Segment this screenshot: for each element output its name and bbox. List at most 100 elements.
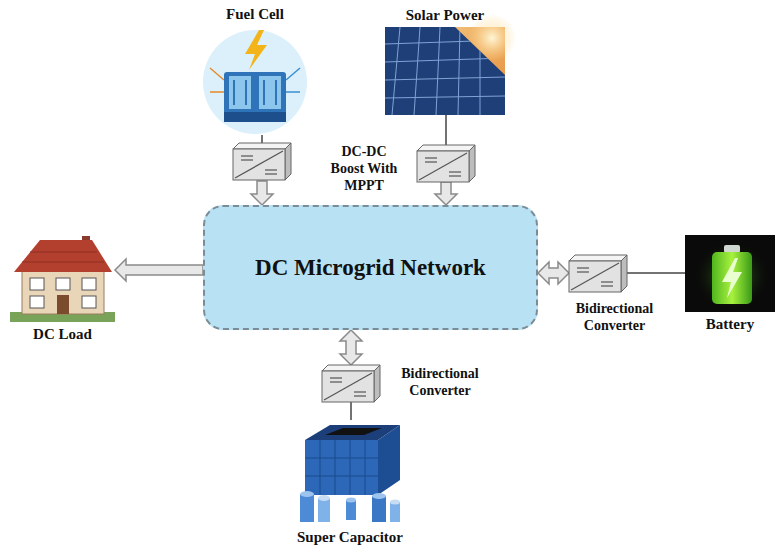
supercapacitor-picture [372,496,386,522]
supercapacitor-picture [325,428,382,435]
node-label: Solar Power [406,6,484,24]
node-label: Bidirectional Converter [390,365,490,399]
house-picture [57,295,69,314]
connector [115,259,203,281]
block-arrow [340,330,362,365]
supercapacitor-picture [300,491,314,497]
house-picture [56,278,70,290]
solar-panel-picture [436,27,440,115]
fuel-cell-picture [233,80,235,105]
supercapacitor-picture [346,498,356,503]
wire [261,135,263,143]
fuel-cell-node: Fuel Cell [205,26,305,135]
house-picture [82,296,96,308]
supercapacitor-picture [346,500,356,520]
node-label: Super Capacitor [297,528,403,546]
battery-node: Battery [685,235,775,312]
supercapacitor-picture [305,440,378,495]
supercapacitor-picture [300,494,314,522]
node-label: DC Microgrid Network [255,254,486,282]
solar-panel-picture [385,27,505,115]
node-label: DC Load [33,325,92,343]
house-picture [10,236,115,322]
supercapacitor-picture [390,500,400,505]
fuel-cell-picture [259,76,281,109]
solar-panel-picture [385,77,505,80]
solar-panel-picture [385,96,505,98]
converter-symbol [233,143,291,180]
supercapacitor-picture [365,440,366,495]
solar-panel-picture [414,27,420,115]
supercapacitor-node: Super Capacitor [295,420,405,525]
house-picture [22,262,104,263]
battery-picture [722,258,742,298]
fuel-cell-picture [275,80,277,105]
supercapacitor-picture [335,440,336,495]
block-arrow [115,259,203,281]
supercapacitor-picture [305,458,378,459]
wire [627,272,685,274]
converter-symbol [417,145,475,182]
fuel-cell-picture [210,68,224,80]
supercapacitor-picture [318,498,330,522]
solar-panel-picture [385,14,516,115]
solar-panel-picture [385,40,505,44]
supercapacitor-picture [378,425,400,495]
converter-node: Bidirectional Converter [569,255,627,292]
supercapacitor-picture [350,440,351,495]
converter-symbol [569,255,627,292]
battery-picture [712,252,752,304]
connector [627,273,685,274]
converter-symbol [233,143,627,402]
house-picture [30,252,97,253]
node-label: Fuel Cell [226,5,284,23]
fuel-cell-picture [203,30,307,134]
solar-panel-picture [392,27,400,115]
microgrid-box: DC Microgrid Network [203,205,538,330]
battery-picture [724,245,740,253]
connector [340,330,362,365]
fuel-cell-picture [286,68,300,80]
solar-panel-picture [385,27,505,115]
solar-panel-picture [480,27,481,115]
solar-panel-picture [385,58,505,62]
fuel-cell-picture [229,76,251,109]
block-arrow [538,262,569,284]
battery-picture [685,235,775,312]
fuel-cell-picture [203,30,307,134]
fuel-cell-picture [224,112,286,122]
block-arrow [251,181,273,205]
fuel-cell-picture [263,80,265,105]
connector [351,402,352,420]
converter-node: Bidirectional Converter [322,365,380,402]
node-label: Bidirectional Converter [567,300,662,334]
converter-caption: DC-DC Boost With MPPT [326,143,402,194]
node-label: Battery [706,315,754,333]
house-picture [14,240,112,272]
house-picture [30,278,44,290]
supercapacitor-picture [320,440,321,495]
fuel-cell-picture [210,91,224,93]
connector [538,262,569,284]
solar-power-node: Solar Power [385,27,505,115]
supercapacitor-picture [372,493,386,499]
house-picture [30,296,44,308]
wire [350,402,352,420]
house-picture [82,278,96,290]
block-arrow [435,182,457,205]
solar-panel-picture [458,27,460,115]
fuel-cell-picture [245,30,267,70]
fuel-cell-picture [224,72,286,122]
fuel-cell-picture [245,80,247,105]
fuel-cell-picture [286,91,300,93]
supercapacitor-picture [300,425,400,522]
supercapacitor-picture [390,502,400,522]
battery-picture [685,235,775,312]
wire [445,115,447,145]
house-picture [22,268,104,314]
supercapacitor-picture [318,495,330,501]
converter-symbol [322,365,380,402]
supercapacitor-picture [305,476,378,477]
supercapacitor-picture [305,440,378,495]
